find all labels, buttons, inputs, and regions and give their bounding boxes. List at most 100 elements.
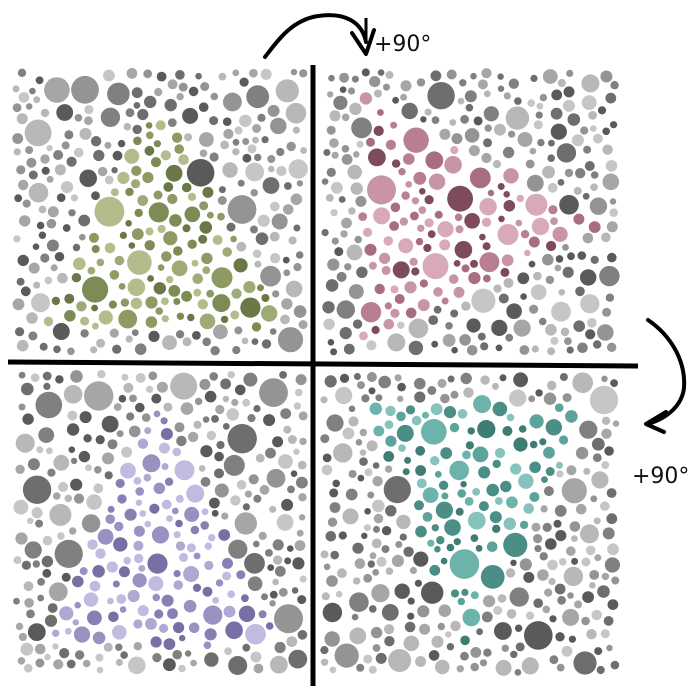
background-dot — [536, 112, 543, 119]
figure-dot — [162, 595, 174, 607]
figure-dot — [64, 310, 76, 322]
background-dot — [349, 284, 364, 299]
background-dot — [25, 146, 33, 154]
background-dot — [325, 631, 340, 646]
background-dot — [259, 532, 267, 540]
background-dot — [232, 148, 239, 155]
background-dot — [563, 267, 574, 278]
background-dot — [429, 650, 440, 661]
figure-dot — [543, 447, 555, 459]
background-dot — [126, 336, 133, 343]
background-dot — [337, 300, 355, 318]
figure-dot — [225, 622, 243, 640]
background-dot — [57, 273, 68, 284]
figure-dot — [165, 478, 173, 486]
background-dot — [342, 145, 350, 153]
background-dot — [268, 105, 280, 117]
background-dot — [572, 372, 593, 393]
background-dot — [476, 628, 483, 635]
background-dot — [467, 318, 481, 332]
background-dot — [212, 510, 219, 517]
background-dot — [19, 633, 27, 641]
background-dot — [492, 383, 499, 390]
background-dot — [373, 462, 380, 469]
figure-dot — [218, 529, 230, 541]
background-dot — [414, 392, 425, 403]
background-dot — [327, 259, 339, 271]
background-dot — [542, 166, 555, 179]
figure-dot — [465, 497, 474, 506]
figure-dot — [73, 619, 79, 625]
background-dot — [375, 394, 382, 401]
figure-dot — [243, 281, 255, 293]
figure-dot — [206, 290, 214, 298]
background-dot — [343, 428, 355, 440]
figure-dot — [493, 402, 508, 417]
figure-dot — [384, 236, 394, 246]
background-dot — [276, 79, 299, 102]
background-dot — [267, 469, 286, 488]
figure-dot — [184, 600, 197, 613]
background-dot — [42, 569, 51, 578]
background-dot — [294, 305, 307, 318]
figure-dot — [89, 233, 99, 243]
figure-dot — [360, 92, 372, 104]
background-dot — [339, 73, 349, 83]
background-dot — [548, 578, 555, 585]
figure-dot — [389, 221, 399, 231]
figure-dot — [365, 244, 377, 256]
background-dot — [29, 263, 40, 274]
figure-dot — [144, 427, 151, 434]
figure-dot — [546, 419, 562, 435]
background-dot — [199, 379, 210, 390]
figure-dot — [488, 190, 494, 196]
background-dot — [327, 91, 333, 97]
background-dot — [392, 97, 399, 104]
background-dot — [142, 413, 151, 422]
background-dot — [506, 303, 522, 319]
background-dot — [506, 568, 515, 577]
figure-dot — [199, 201, 208, 210]
background-dot — [14, 194, 22, 202]
figure-dot — [173, 298, 180, 305]
background-dot — [356, 664, 364, 672]
figure-dot — [422, 412, 429, 419]
background-dot — [90, 346, 97, 353]
background-dot — [223, 396, 229, 402]
figure-dot — [172, 260, 188, 276]
background-dot — [205, 391, 217, 403]
background-dot — [42, 167, 50, 175]
background-dot — [254, 664, 264, 674]
figure-dot — [487, 541, 498, 552]
background-dot — [189, 87, 199, 97]
background-dot — [209, 498, 220, 509]
background-dot — [513, 372, 528, 387]
figure-dot — [120, 463, 136, 479]
background-dot — [113, 151, 123, 161]
background-dot — [320, 396, 327, 403]
background-dot — [341, 218, 352, 229]
figure-dot — [92, 245, 100, 253]
background-dot — [39, 206, 47, 214]
figure-dot — [164, 638, 176, 650]
background-dot — [567, 252, 575, 260]
figure-dot — [179, 553, 188, 562]
background-dot — [71, 76, 99, 104]
background-dot — [104, 643, 113, 652]
background-dot — [80, 329, 88, 337]
background-dot — [259, 378, 288, 407]
figure-dot — [186, 485, 204, 503]
background-dot — [223, 93, 242, 112]
background-dot — [107, 83, 130, 106]
background-dot — [583, 146, 591, 154]
background-dot — [295, 540, 306, 551]
figure-dot — [159, 624, 168, 633]
background-dot — [17, 278, 25, 286]
figure-dot — [386, 140, 396, 150]
background-dot — [148, 371, 157, 380]
background-dot — [278, 454, 293, 469]
background-dot — [510, 587, 529, 606]
figure-dot — [390, 122, 397, 129]
background-dot — [234, 126, 242, 134]
background-dot — [520, 345, 530, 355]
